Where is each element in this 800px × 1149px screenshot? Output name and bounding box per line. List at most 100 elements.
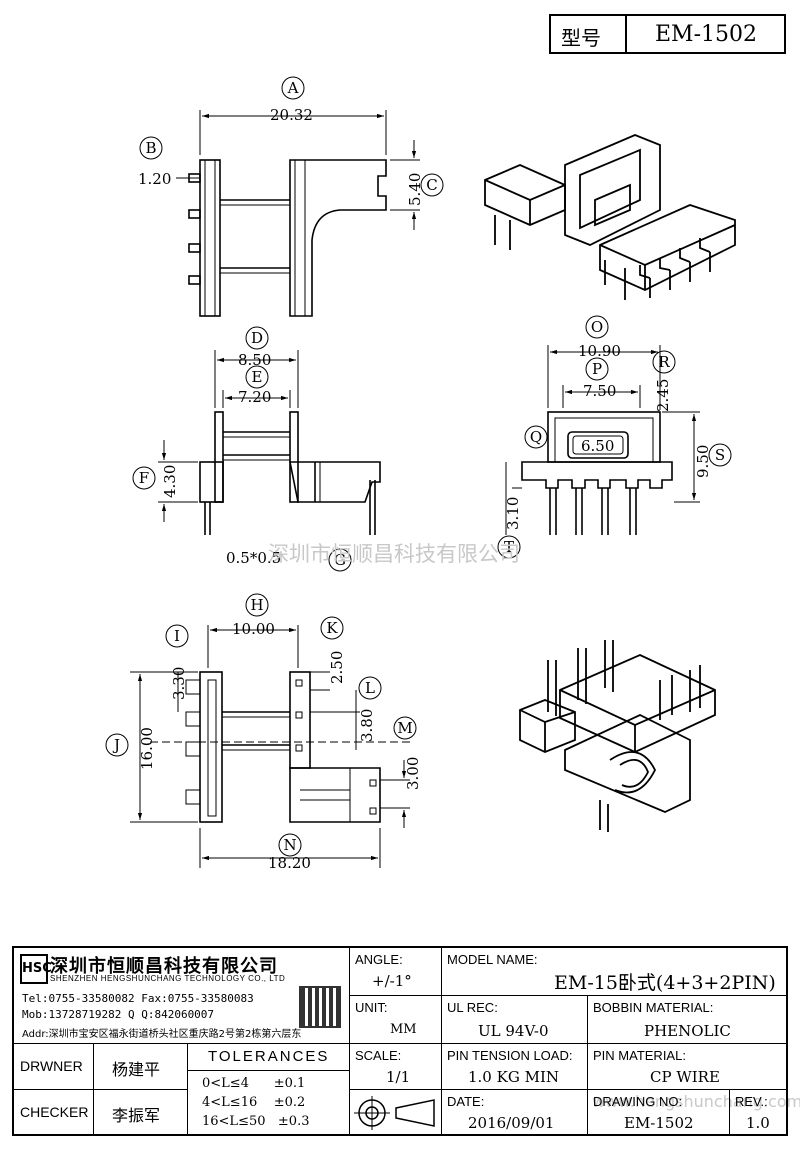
pin-tension-label: PIN TENSION LOAD:	[447, 1048, 573, 1063]
checker-value-cell: 李振军	[94, 1090, 188, 1136]
drawing-no-value: EM-1502	[624, 1114, 694, 1132]
model-name-label: MODEL NAME:	[447, 952, 538, 967]
drawner-label: DRWNER	[20, 1058, 83, 1074]
drawner-cell: DRWNER	[14, 1044, 94, 1090]
drawner-value: 杨建平	[112, 1060, 161, 1079]
company-cell: HSC 深圳市恒顺昌科技有限公司 SHENZHEN HENGSHUNCHANG …	[14, 948, 350, 1044]
dim-s: 9.50	[694, 445, 712, 478]
svg-text:P: P	[592, 360, 602, 378]
ul-label: UL REC:	[447, 1000, 498, 1015]
dim-g: 0.5*0.5	[226, 549, 281, 567]
projection-symbol-icon	[354, 1096, 435, 1130]
iso-view-1	[484, 134, 736, 300]
callout-j: J	[105, 733, 129, 757]
svg-text:D: D	[251, 329, 263, 347]
pin-tension-cell: PIN TENSION LOAD: 1.0 KG MIN	[442, 1044, 588, 1090]
tolerances-cell: TOLERANCES 0<L≤4 ±0.1 4<L≤16 ±0.2 16<L≤5…	[188, 1044, 350, 1136]
callout-l: L	[358, 676, 382, 700]
title-block: HSC 深圳市恒顺昌科技有限公司 SHENZHEN HENGSHUNCHANG …	[12, 946, 788, 1136]
dim-k: 2.50	[328, 651, 346, 684]
rev-cell: REV.: 1.0	[730, 1090, 788, 1136]
svg-text:S: S	[715, 446, 725, 464]
model-header-divider	[625, 16, 627, 52]
callout-c: C	[420, 173, 444, 197]
dim-b: 1.20	[138, 170, 171, 188]
callout-q: Q	[524, 425, 548, 449]
svg-text:C: C	[426, 176, 437, 194]
company-name-cn: 深圳市恒顺昌科技有限公司	[50, 956, 278, 977]
angle-label: ANGLE:	[355, 952, 403, 967]
callout-a: A	[281, 76, 305, 100]
svg-text:M: M	[397, 719, 412, 737]
svg-text:N: N	[283, 836, 296, 854]
dim-r: 2.45	[654, 379, 672, 412]
date-value: 2016/09/01	[468, 1114, 555, 1132]
svg-text:K: K	[326, 619, 338, 637]
dim-l: 3.80	[358, 709, 376, 742]
unit-cell: UNIT: MM	[350, 996, 442, 1044]
dim-m: 3.00	[404, 757, 422, 790]
bobbin-cell: BOBBIN MATERIAL: PHENOLIC	[588, 996, 788, 1044]
unit-value: MM	[390, 1022, 417, 1037]
svg-text:B: B	[145, 139, 156, 157]
callout-g: G	[328, 548, 352, 572]
dim-p: 7.50	[583, 382, 616, 400]
checker-value: 李振军	[112, 1106, 161, 1125]
tolerances-label: TOLERANCES	[208, 1048, 330, 1065]
svg-text:I: I	[174, 627, 180, 645]
svg-text:H: H	[250, 596, 263, 614]
callout-p: P	[585, 357, 609, 381]
company-logo: HSC	[20, 954, 52, 984]
date-cell: DATE: 2016/09/01	[442, 1090, 588, 1136]
angle-value: +/-1°	[372, 972, 412, 990]
dim-q: 6.50	[581, 437, 614, 455]
callout-f: F	[132, 466, 156, 490]
dim-d: 8.50	[238, 351, 271, 369]
svg-text:E: E	[252, 368, 263, 386]
scale-value: 1/1	[386, 1068, 411, 1086]
tolerance-row-1: 0<L≤4 ±0.1	[202, 1076, 306, 1091]
callout-b: B	[139, 136, 163, 160]
svg-text:L: L	[365, 679, 375, 697]
dim-c: 5.40	[406, 173, 424, 206]
angle-cell: ANGLE: +/-1°	[350, 948, 442, 996]
drawing-no-label: DRAWING NO:	[593, 1094, 683, 1109]
svg-text:A: A	[287, 79, 299, 97]
tolerance-row-3: 16<L≤50 ±0.3	[202, 1114, 310, 1129]
dim-n: 18.20	[268, 854, 311, 872]
date-label: DATE:	[447, 1094, 485, 1109]
checker-label: CHECKER	[20, 1104, 89, 1120]
svg-text:F: F	[139, 469, 149, 487]
dim-h: 10.00	[232, 620, 275, 638]
technical-drawing: 20.32 1.20 5.40 8.50 7.20 4.30 0.5*0.5 1…	[105, 76, 736, 872]
ul-cell: UL REC: UL 94V-0	[442, 996, 588, 1044]
callout-r: R	[652, 350, 676, 374]
callout-s: S	[708, 443, 732, 467]
ul-value: UL 94V-0	[478, 1022, 549, 1040]
dim-i: 3.30	[170, 667, 188, 700]
model-value: EM-1502	[655, 22, 758, 47]
side-view	[505, 345, 700, 535]
rev-label: REV.:	[735, 1094, 768, 1109]
scale-cell: SCALE: 1/1	[350, 1044, 442, 1090]
callout-d: D	[245, 326, 269, 350]
drawing-no-cell: DRAWING NO: EM-1502	[588, 1090, 730, 1136]
bobbin-value: PHENOLIC	[644, 1022, 731, 1040]
pin-material-label: PIN MATERIAL:	[593, 1048, 686, 1063]
callout-k: K	[320, 616, 344, 640]
company-tel: Tel:0755-33580082 Fax:0755-33580083	[22, 992, 254, 1005]
callout-t: T	[497, 535, 521, 559]
front-view	[158, 350, 381, 535]
callout-n: N	[278, 833, 302, 857]
dim-a: 20.32	[270, 106, 313, 124]
svg-text:O: O	[591, 318, 603, 336]
dim-e: 7.20	[238, 388, 271, 406]
qr-code-icon	[299, 986, 341, 1028]
svg-text:R: R	[658, 353, 670, 371]
iso-view-2	[519, 640, 716, 832]
pin-material-cell: PIN MATERIAL: CP WIRE	[588, 1044, 788, 1090]
projection-cell	[350, 1090, 442, 1136]
svg-text:T: T	[504, 538, 514, 556]
pin-material-value: CP WIRE	[650, 1068, 720, 1086]
model-label: 型号	[561, 26, 601, 50]
